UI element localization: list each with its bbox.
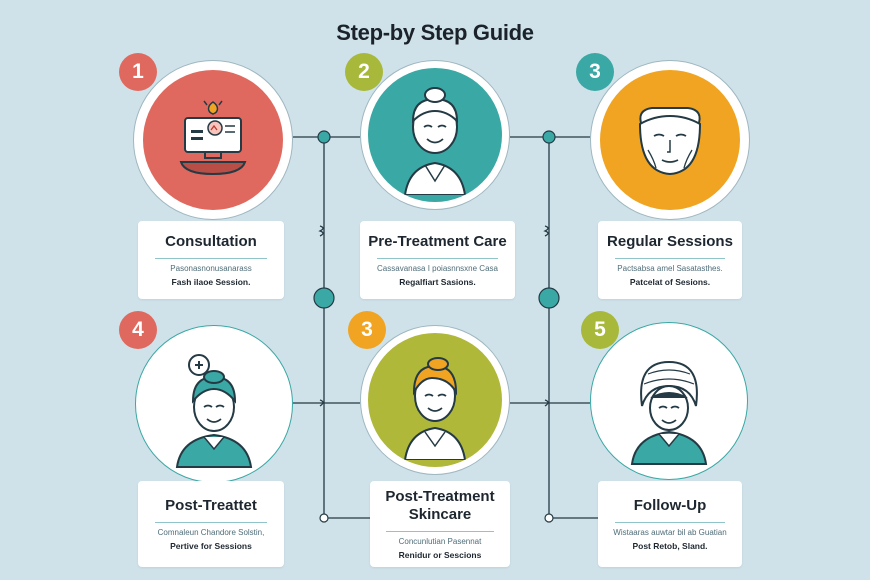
- step-1-subtitle: Fash ilaoe Session.: [171, 276, 251, 287]
- step-1-badge: 1: [119, 53, 157, 91]
- step-3-badge: 3: [576, 53, 614, 91]
- step-5-circle: [360, 325, 510, 475]
- page-title: Step-by Step Guide: [336, 20, 534, 45]
- step-2-badge: 2: [345, 53, 383, 91]
- step-6-badge: 5: [581, 311, 619, 349]
- step-6-card: Follow-Up Wistaaras auwtar bil ab Guatia…: [598, 481, 742, 567]
- computer-consultation-icon: [179, 100, 247, 176]
- divider: [154, 258, 268, 260]
- junction-node: [317, 130, 331, 144]
- step-6-title: Follow-Up: [633, 497, 707, 515]
- junction-node: [313, 287, 335, 309]
- step-5-title: Post-Treatment Skincare: [385, 488, 495, 524]
- step-6-circle: [590, 322, 748, 480]
- divider: [386, 531, 494, 533]
- step-6-description: Wistaaras auwtar bil ab Guatian: [613, 528, 727, 538]
- step-2-description: Cassavanasa I poiasnnsxne Casa: [377, 264, 498, 274]
- step-5-description: Concunlutian Pasennat: [398, 537, 482, 547]
- step-4-description: Comnaleun Chandore Solstin,: [157, 528, 265, 538]
- woman-face-icon: [403, 87, 467, 195]
- step-3-title: Regular Sessions: [607, 233, 733, 251]
- step-4-circle: [135, 325, 293, 483]
- divider: [614, 258, 726, 260]
- woman-orange-hair-icon: [403, 357, 467, 460]
- step-5-card: Post-Treatment Skincare Concunlutian Pas…: [370, 481, 510, 567]
- woman-with-plus-icon: [175, 354, 253, 468]
- step-2-title: Pre-Treatment Care: [368, 233, 507, 251]
- divider: [154, 522, 268, 524]
- face-mask-icon: [638, 107, 702, 176]
- step-1-title: Consultation: [165, 233, 257, 251]
- step-5-badge: 3: [348, 311, 386, 349]
- step-5-subtitle: Renidur or Sescions: [398, 549, 482, 560]
- step-2-circle: [360, 60, 510, 210]
- end-node: [319, 513, 329, 523]
- step-2-card: Pre-Treatment Care Cassavanasa I poiasnn…: [360, 221, 515, 299]
- step-1-circle: [133, 60, 293, 220]
- end-node: [544, 513, 554, 523]
- divider: [377, 258, 498, 260]
- step-4-card: Post-Treattet Comnaleun Chandore Solstin…: [138, 481, 284, 567]
- step-4-badge: 4: [119, 311, 157, 349]
- step-3-description: Pactsabsa amel Sasatasthes.: [617, 264, 723, 274]
- step-1-description: Pasonasnonusanarass: [170, 264, 252, 274]
- junction-node: [538, 287, 560, 309]
- step-3-card: Regular Sessions Pactsabsa amel Sasatast…: [598, 221, 742, 299]
- step-2-subtitle: Regalfiart Sasions.: [399, 276, 476, 287]
- junction-node: [542, 130, 556, 144]
- step-3-circle: [590, 60, 750, 220]
- step-1-card: Consultation Pasonasnonusanarass Fash il…: [138, 221, 284, 299]
- step-4-subtitle: Pertive for Sessions: [170, 540, 252, 551]
- woman-cap-icon: [630, 360, 708, 465]
- divider: [614, 522, 726, 524]
- step-4-title: Post-Treattet: [165, 497, 257, 515]
- step-3-subtitle: Patcelat of Sesions.: [629, 276, 711, 287]
- step-6-subtitle: Post Retob, Sland.: [632, 540, 708, 551]
